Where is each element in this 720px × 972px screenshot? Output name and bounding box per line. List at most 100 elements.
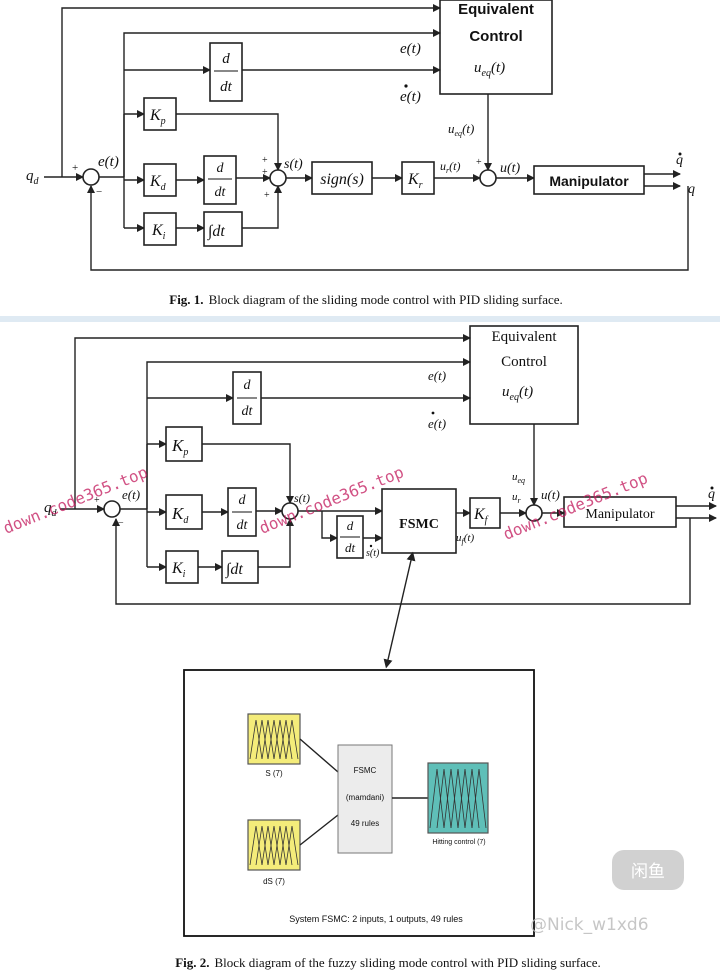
- svg-text:ur(t): ur(t): [440, 159, 460, 175]
- fig1-ueq2-sub: eq: [455, 129, 463, 138]
- membership-function-curve: [255, 719, 269, 760]
- fig2-equivalent-control-block: [469, 325, 579, 425]
- fig1-ueq-sub: eq: [482, 68, 491, 79]
- figure-2: Equivalent Control ueq(t) e(t) e(t) d dt…: [44, 325, 717, 970]
- fig2-deriv-mid-num: d: [239, 493, 247, 508]
- svg-text:qd: qd: [26, 168, 40, 187]
- membership-function-curve: [255, 825, 269, 866]
- fig1-caption-text: Block diagram of the sliding mode contro…: [209, 292, 563, 307]
- membership-function-curve: [443, 768, 459, 829]
- fig1-ur-sub: r: [446, 166, 450, 175]
- fig2-deriv-top-num: d: [244, 378, 252, 393]
- fig1-qd-sub: d: [34, 176, 40, 187]
- fuzzy-engine-line1: FSMC: [354, 766, 377, 775]
- fig1-equivalent-label: Equivalent: [458, 1, 534, 18]
- fig1-kr-sub: r: [419, 180, 423, 191]
- fig2-manipulator-label: Manipulator: [585, 507, 655, 522]
- svg-text:Fig. 2.Block diagram of the fu: Fig. 2. Block diagram of the fuzzy slidin…: [175, 955, 601, 970]
- fig1-sign-label: sign(s): [320, 171, 364, 188]
- membership-function-curve: [249, 719, 263, 760]
- fig2-control-label: Control: [501, 354, 547, 370]
- fig1-surface-summer: [269, 169, 287, 187]
- fig1-ur-symbol: u: [440, 159, 446, 173]
- fig2-deriv-s-den: dt: [345, 540, 356, 555]
- svg-text:Ki: Ki: [171, 560, 186, 580]
- membership-function-curve: [464, 768, 480, 829]
- svg-text:+: +: [264, 190, 270, 201]
- fig2-caption-text: Block diagram of the fuzzy sliding mode …: [215, 955, 601, 970]
- svg-text:+: +: [262, 167, 268, 178]
- membership-function-curve: [457, 768, 473, 829]
- fig1-integral-label: ∫dt: [207, 223, 225, 241]
- membership-function-curve: [285, 719, 299, 760]
- fig2-e-label: e(t): [428, 368, 446, 383]
- fig1-integral-block: [203, 211, 243, 247]
- fig1-ur-arg: (t): [449, 159, 460, 173]
- fig2-kd-symbol: K: [171, 504, 185, 523]
- fig2-ur-small-sub: r: [518, 496, 522, 505]
- svg-text:Kd: Kd: [171, 504, 189, 526]
- fig1-error-label: e(t): [98, 154, 119, 170]
- fig1-s-label: s(t): [284, 157, 303, 172]
- fig1-q-label: q: [688, 182, 695, 197]
- fig1-kd-symbol: K: [149, 173, 162, 190]
- corner-logo-badge: [612, 850, 684, 890]
- fig1-ueq2-symbol: u: [448, 121, 455, 136]
- section-separator: [0, 316, 720, 322]
- fig2-deriv-s-num: d: [347, 518, 354, 533]
- svg-text:Kf: Kf: [473, 506, 489, 526]
- svg-text:−: −: [96, 186, 102, 198]
- svg-text:ueq: ueq: [512, 471, 525, 485]
- svg-text:+: +: [94, 495, 100, 506]
- fig2-manipulator-block: [563, 496, 677, 528]
- fig1-error-summer: [82, 168, 100, 186]
- fig2-error-label: e(t): [122, 487, 140, 502]
- fig1-kp-block: [143, 97, 177, 131]
- fig2-u-label: u(t): [541, 487, 560, 502]
- fig2-caption-number: Fig. 2.: [175, 955, 209, 970]
- fig1-derivative-block-mid: [203, 155, 237, 205]
- svg-text:+: +: [262, 155, 268, 166]
- fig2-sdot-label: s(t): [366, 548, 380, 559]
- membership-function-curve: [261, 719, 275, 760]
- fuzzy-engine-block: [337, 744, 393, 854]
- fig1-caption-number: Fig. 1.: [169, 292, 203, 307]
- fuzzy-input-ds: [247, 819, 301, 871]
- fig1-control-label: Control: [469, 28, 522, 45]
- fig1-ueq-symbol: u: [474, 60, 482, 76]
- membership-function-curve: [436, 768, 452, 829]
- fig1-kd-block: [143, 163, 177, 197]
- fig1-qd-feedforward-line: [61, 4, 441, 177]
- fig2-ueq-small-sub: eq: [518, 476, 526, 485]
- membership-function-curve: [267, 825, 281, 866]
- fuzzy-engine-line2: (mamdani): [346, 793, 385, 802]
- fig2-kd-block: [165, 494, 203, 530]
- fig1-manipulator-label: Manipulator: [549, 173, 629, 189]
- fig2-s-label: s(t): [294, 491, 310, 505]
- fig1-derivative-block-top: [209, 42, 243, 102]
- fig2-ueq-arg: (t): [519, 384, 533, 400]
- fig1-ueq-arg: (t): [491, 60, 505, 76]
- fuzzy-input-ds-label: dS (7): [263, 877, 285, 886]
- fig1-ki-block: [143, 212, 177, 246]
- fuzzy-output-label: Hitting control (7): [432, 839, 485, 846]
- fuzzy-output: [427, 762, 489, 834]
- fuzzy-input-s: [247, 713, 301, 765]
- fig2-kf-symbol: K: [473, 506, 486, 523]
- figure-1: Equivalent Control ueq(t) e(t) e(t) d dt…: [26, 0, 695, 307]
- svg-text:ueq(t): ueq(t): [502, 384, 533, 403]
- fig2-ki-symbol: K: [171, 560, 184, 577]
- fig1-kr-block: [401, 161, 435, 195]
- fig1-ueq2-arg: (t): [462, 121, 474, 136]
- fig2-kp-sub: p: [182, 447, 188, 458]
- fig2-qd-feedforward-line: [74, 334, 471, 509]
- fuzzy-engine-line3: 49 rules: [351, 819, 379, 828]
- fig2-fsmc-label: FSMC: [399, 517, 439, 532]
- fuzzy-input-s-label: S (7): [265, 769, 283, 778]
- fig1-deriv-mid-num: d: [217, 161, 225, 176]
- fig2-qd-symbol: q: [44, 500, 52, 516]
- membership-function-curve: [279, 825, 293, 866]
- fig2-ueq-sub: eq: [510, 392, 519, 403]
- fig2-deriv-mid-den: dt: [237, 518, 249, 533]
